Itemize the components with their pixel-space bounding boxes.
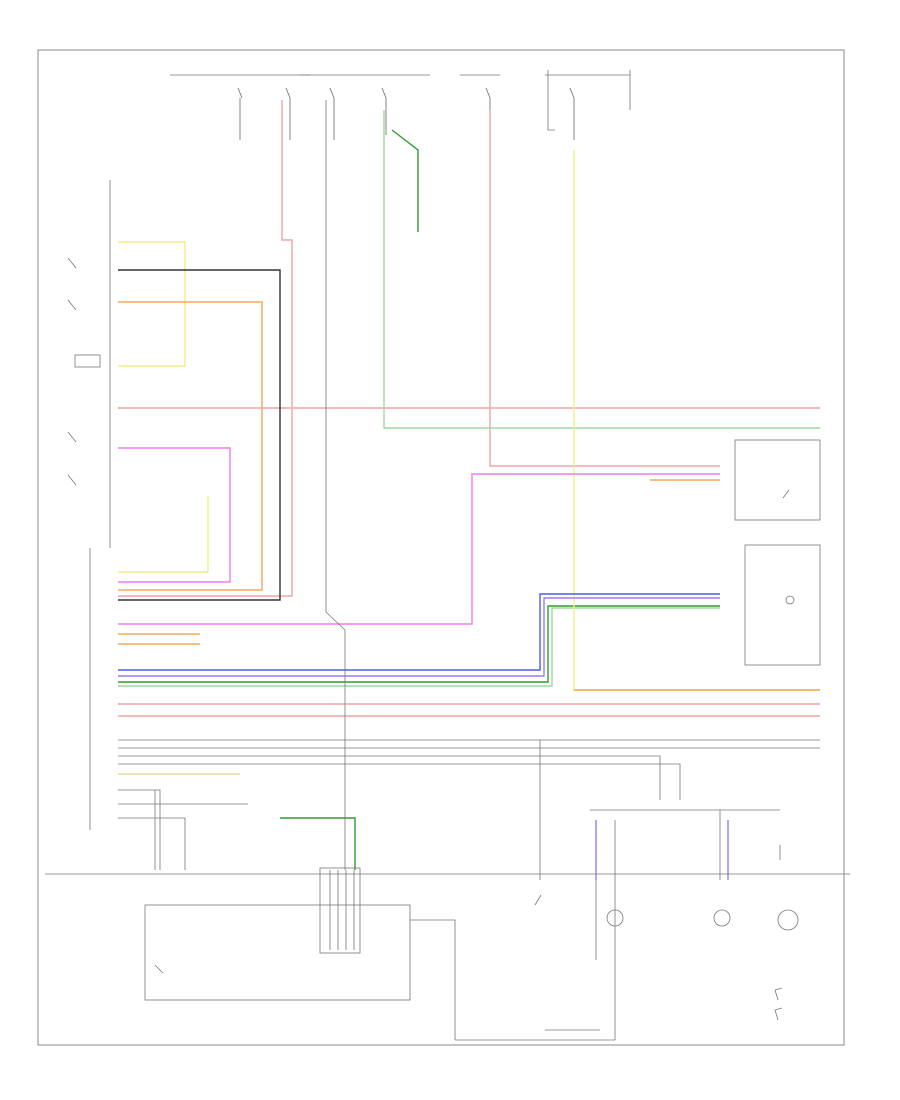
right-modules [734,439,821,666]
diagram-frame [37,49,845,1046]
fuse-symbols [237,87,575,140]
wires [118,100,820,1041]
lower-components [45,790,850,1040]
fuse-relay-top [170,70,631,140]
left-component-column [67,180,111,830]
